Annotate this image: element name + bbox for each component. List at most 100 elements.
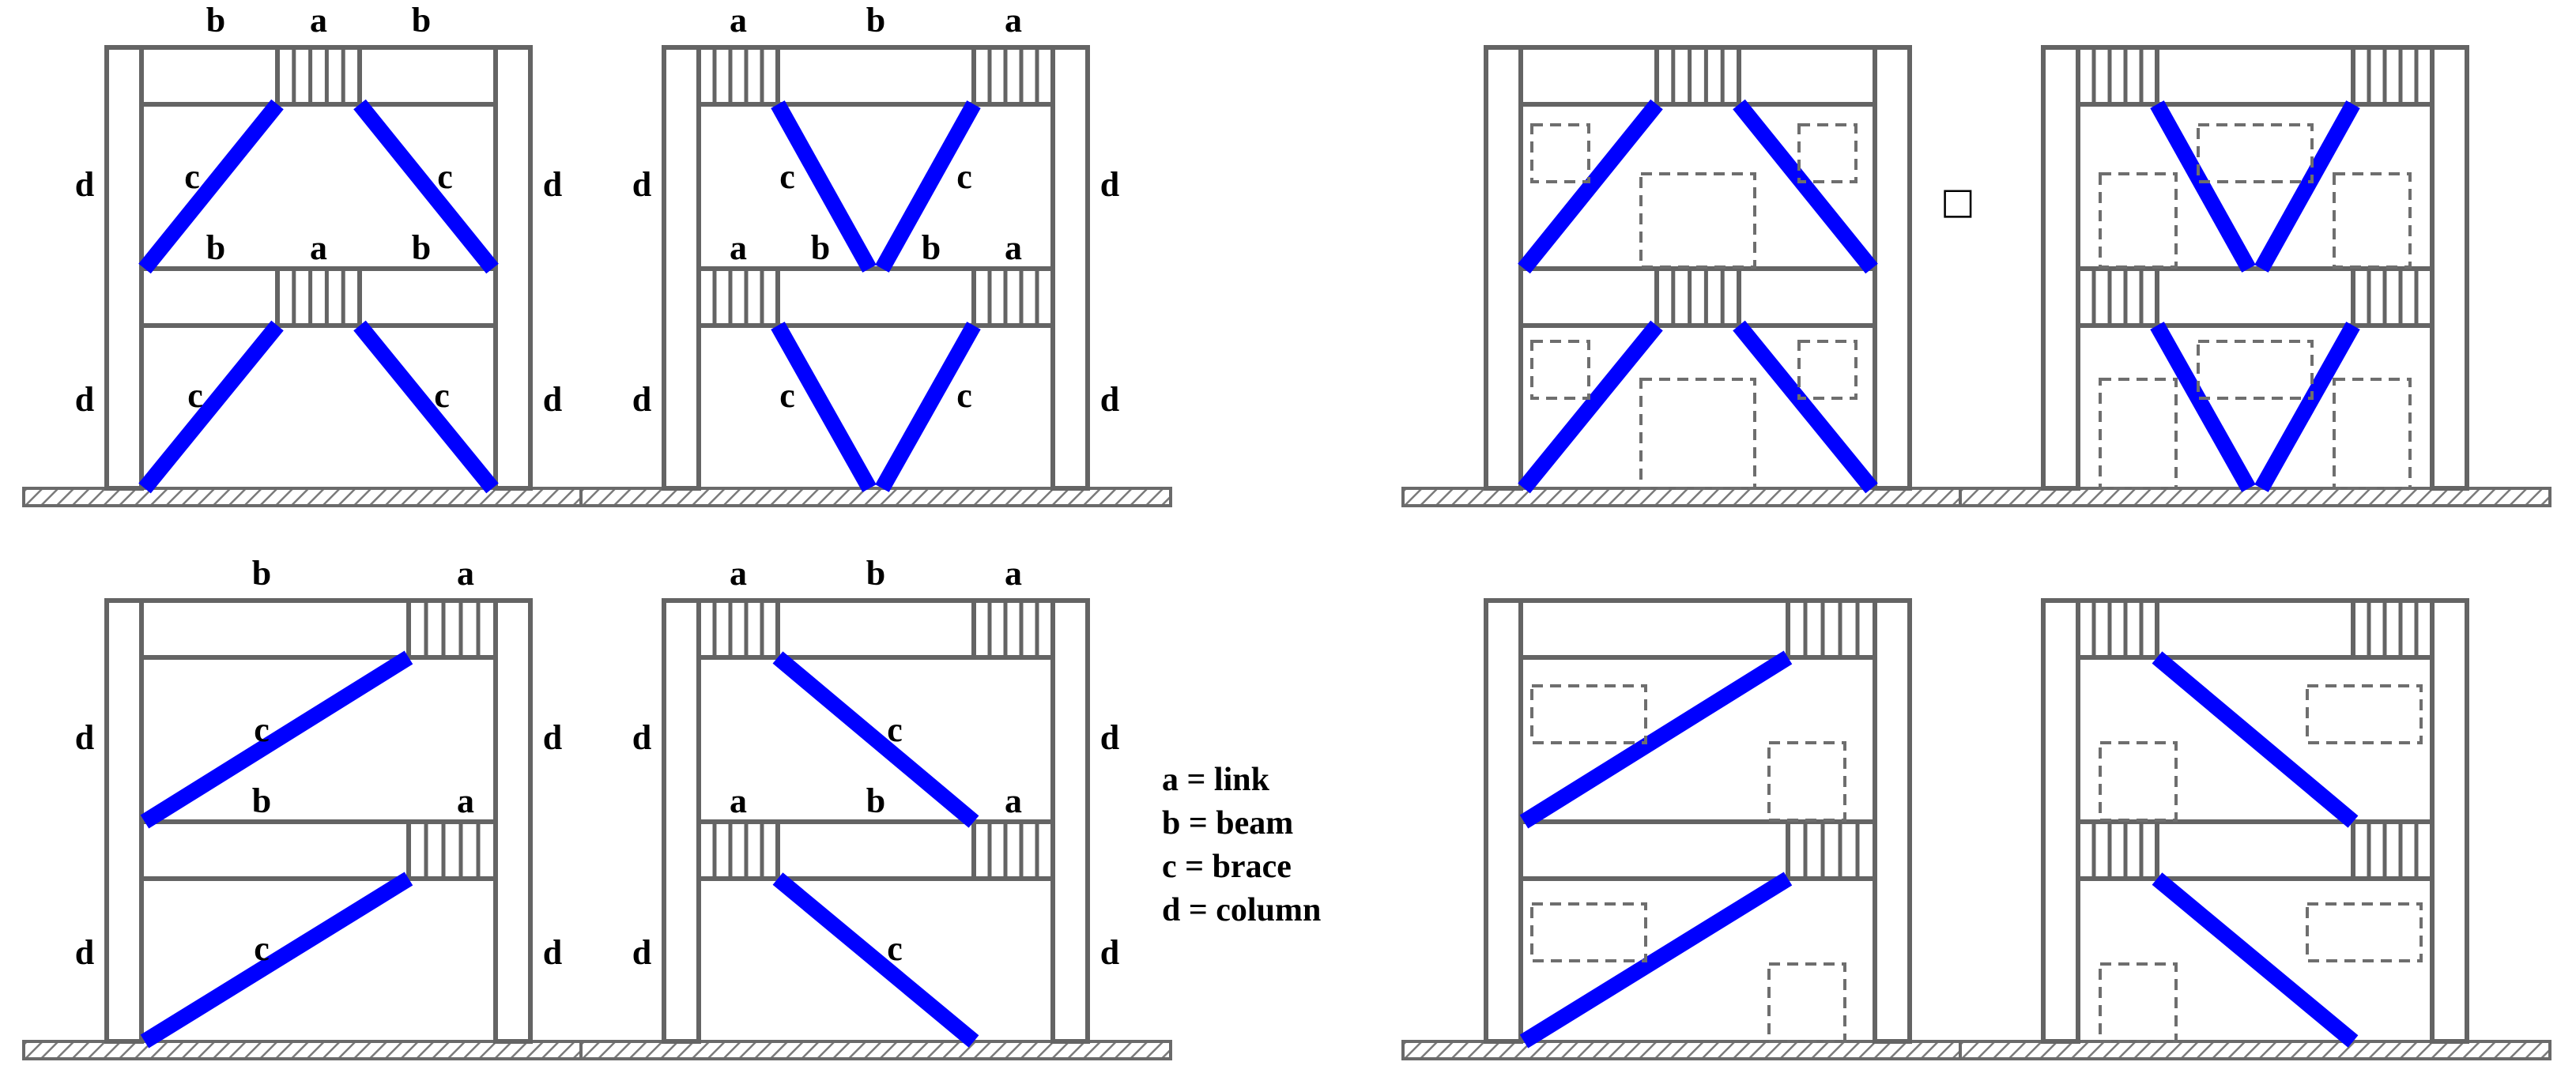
brace [1733, 320, 1878, 494]
brace [875, 322, 981, 492]
link [1654, 269, 1741, 326]
label-brace: c [956, 157, 972, 196]
brace [2152, 872, 2359, 1048]
beam-floor [2076, 266, 2435, 328]
label-column: d [632, 933, 651, 972]
opening [2099, 378, 2178, 490]
legend-brace: c = brace [1162, 849, 1292, 885]
label-beam: b [252, 554, 271, 593]
column-left [1484, 598, 1523, 1044]
marker-symbol: □ [1940, 179, 1974, 222]
label-link: a [1005, 781, 1022, 820]
opening [2197, 340, 2314, 400]
label-beam: b [866, 781, 885, 820]
label-column: d [75, 380, 94, 419]
opening [1530, 123, 1590, 183]
brace [771, 322, 877, 492]
column-left [104, 598, 144, 1044]
ground [1401, 1040, 1994, 1060]
opening [2197, 123, 2314, 183]
link [1786, 822, 1877, 879]
opening [2099, 962, 2178, 1043]
legend: a = link b = beam c = brace d = column [1162, 762, 1321, 928]
link [2076, 47, 2159, 104]
column-right [2430, 598, 2469, 1044]
label-brace: c [184, 157, 200, 196]
beam-floor [139, 266, 498, 328]
frame-inverted-v-openings [1401, 45, 1994, 507]
label-beam: b [206, 1, 225, 40]
label-column: d [543, 718, 562, 757]
label-link: a [1005, 1, 1022, 40]
beam-floor [696, 266, 1055, 328]
link [2076, 601, 2159, 657]
brace [353, 99, 499, 274]
opening [2099, 741, 2178, 822]
beam-floor [1518, 266, 1877, 328]
link [2076, 822, 2159, 879]
opening [1797, 340, 1858, 400]
brace [140, 650, 413, 829]
link [696, 269, 780, 326]
column-left [104, 45, 144, 491]
link [406, 601, 498, 657]
column-right [1050, 45, 1090, 491]
brace [772, 651, 979, 828]
column-right [493, 598, 533, 1044]
link [696, 601, 780, 657]
beam-roof [2076, 598, 2435, 660]
link [971, 47, 1055, 104]
brace [138, 320, 284, 494]
link [2351, 822, 2435, 879]
label-beam: b [252, 781, 271, 820]
brace [771, 100, 877, 273]
label-column: d [632, 380, 651, 419]
brace [2254, 100, 2360, 273]
label-link: a [730, 1, 747, 40]
opening [2306, 684, 2423, 744]
brace [1519, 650, 1793, 829]
label-column: d [1100, 933, 1119, 972]
opening [1767, 741, 1846, 822]
label-column: d [632, 165, 651, 204]
beam-roof [1518, 45, 1877, 107]
label-column: d [75, 718, 94, 757]
label-brace: c [434, 376, 450, 415]
legend-beam: b = beam [1162, 805, 1293, 842]
beam-roof [696, 598, 1055, 660]
label-brace: c [254, 710, 270, 749]
opening [1530, 684, 1647, 744]
brace [353, 320, 499, 494]
opening [2333, 378, 2412, 490]
frame-v-openings [1959, 45, 2551, 507]
label-link: a [1005, 228, 1022, 267]
label-beam: b [866, 1, 885, 40]
brace [2152, 651, 2359, 828]
label-link: a [730, 781, 747, 820]
link [971, 601, 1055, 657]
ground [579, 1040, 1172, 1060]
opening [1530, 902, 1647, 962]
ground [1959, 487, 2551, 507]
column-right [1050, 598, 1090, 1044]
ground [579, 487, 1172, 507]
legend-column: d = column [1162, 892, 1321, 928]
link [275, 269, 362, 326]
label-column: d [75, 165, 94, 204]
label-link: a [310, 228, 327, 267]
label-column: d [1100, 718, 1119, 757]
column-right [1873, 45, 1912, 491]
link [696, 47, 780, 104]
label-link: a [730, 228, 747, 267]
link [2351, 601, 2435, 657]
opening [1797, 123, 1858, 183]
label-brace: c [437, 157, 453, 196]
label-column: d [543, 933, 562, 972]
brace [138, 99, 284, 274]
ground [1401, 487, 1994, 507]
brace [2150, 100, 2256, 273]
